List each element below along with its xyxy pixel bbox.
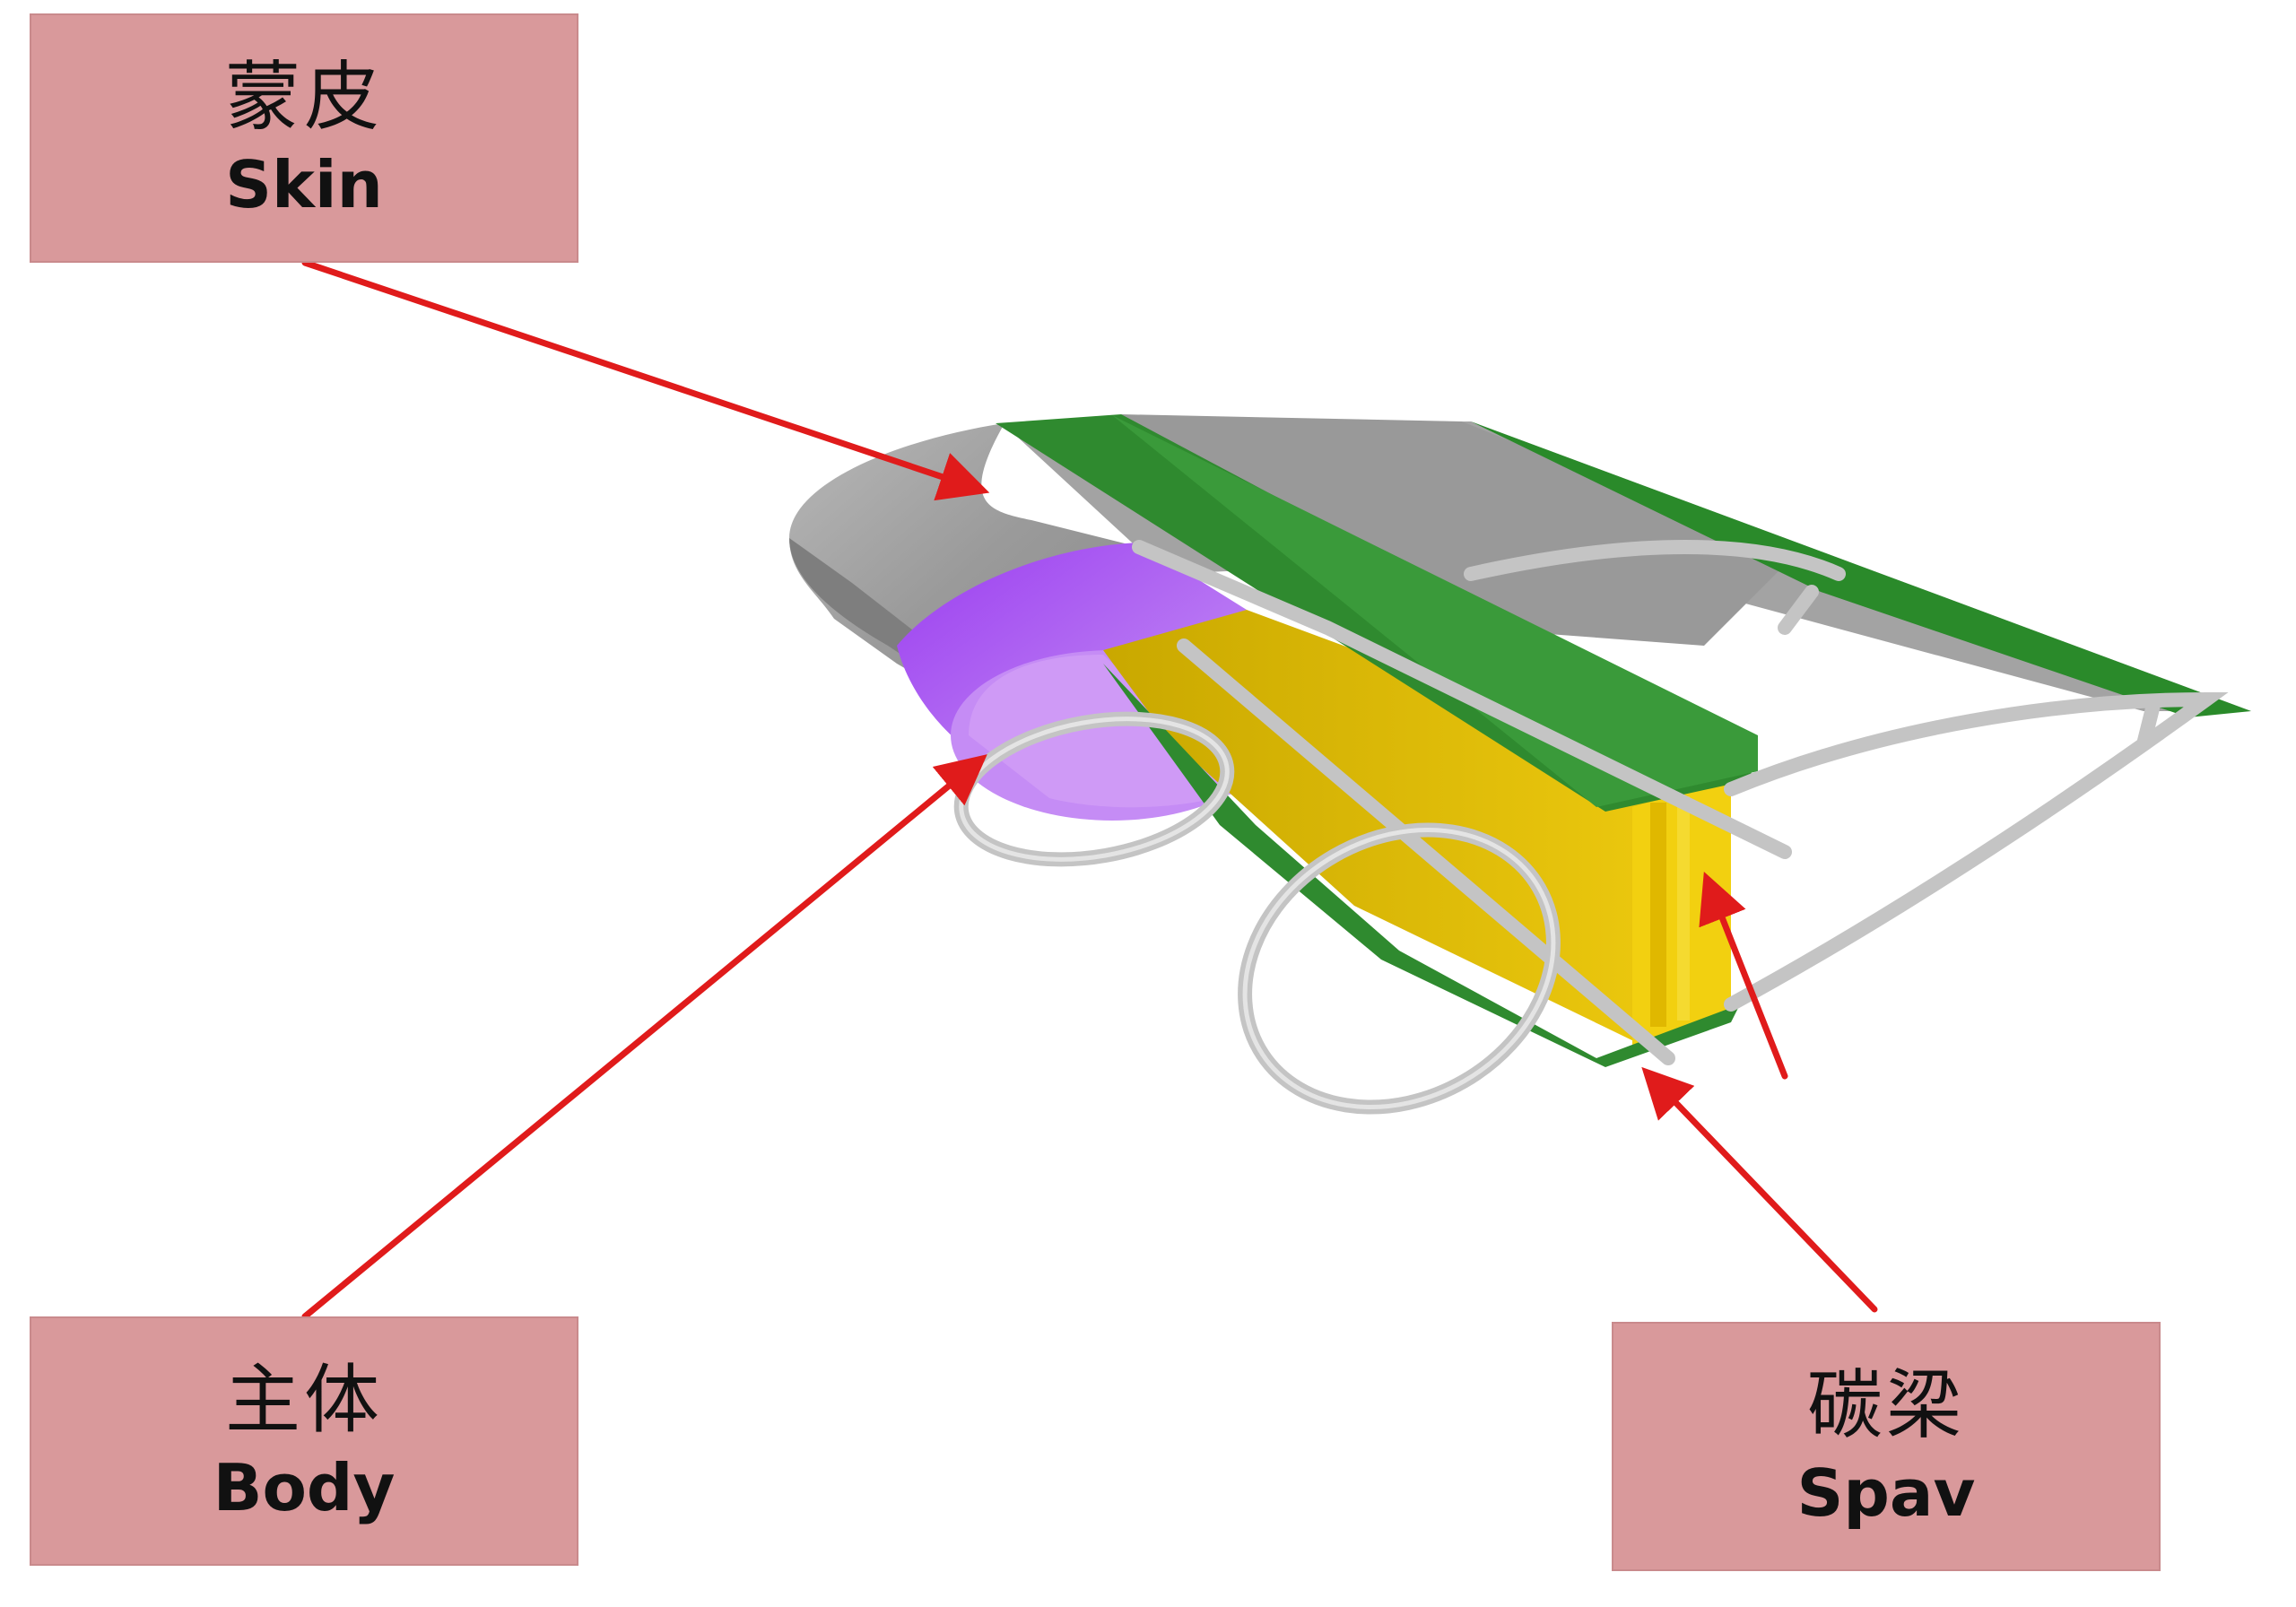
arrow-to-spar-web	[1699, 871, 1788, 1080]
arrow-to-spar-cap	[1641, 1066, 1878, 1313]
wing-skin	[789, 414, 2251, 726]
spar-caps	[996, 414, 2251, 1067]
label-body-en: Body	[213, 1449, 396, 1525]
label-skin: 蒙皮 Skin	[30, 13, 578, 263]
label-skin-en: Skin	[225, 146, 383, 222]
label-skin-zh: 蒙皮	[224, 53, 383, 142]
annotation-arrows	[301, 259, 1878, 1320]
label-body: 主体 Body	[30, 1316, 578, 1566]
frame-rib-highlights	[959, 717, 1556, 1109]
arrow-to-body	[301, 754, 987, 1320]
label-spar-en: Spav	[1796, 1455, 1976, 1531]
label-spar: 碳梁 Spav	[1612, 1322, 2161, 1571]
label-spar-zh: 碳梁	[1806, 1361, 1965, 1450]
label-body-zh: 主体	[224, 1356, 383, 1445]
arrow-to-skin	[301, 259, 990, 501]
